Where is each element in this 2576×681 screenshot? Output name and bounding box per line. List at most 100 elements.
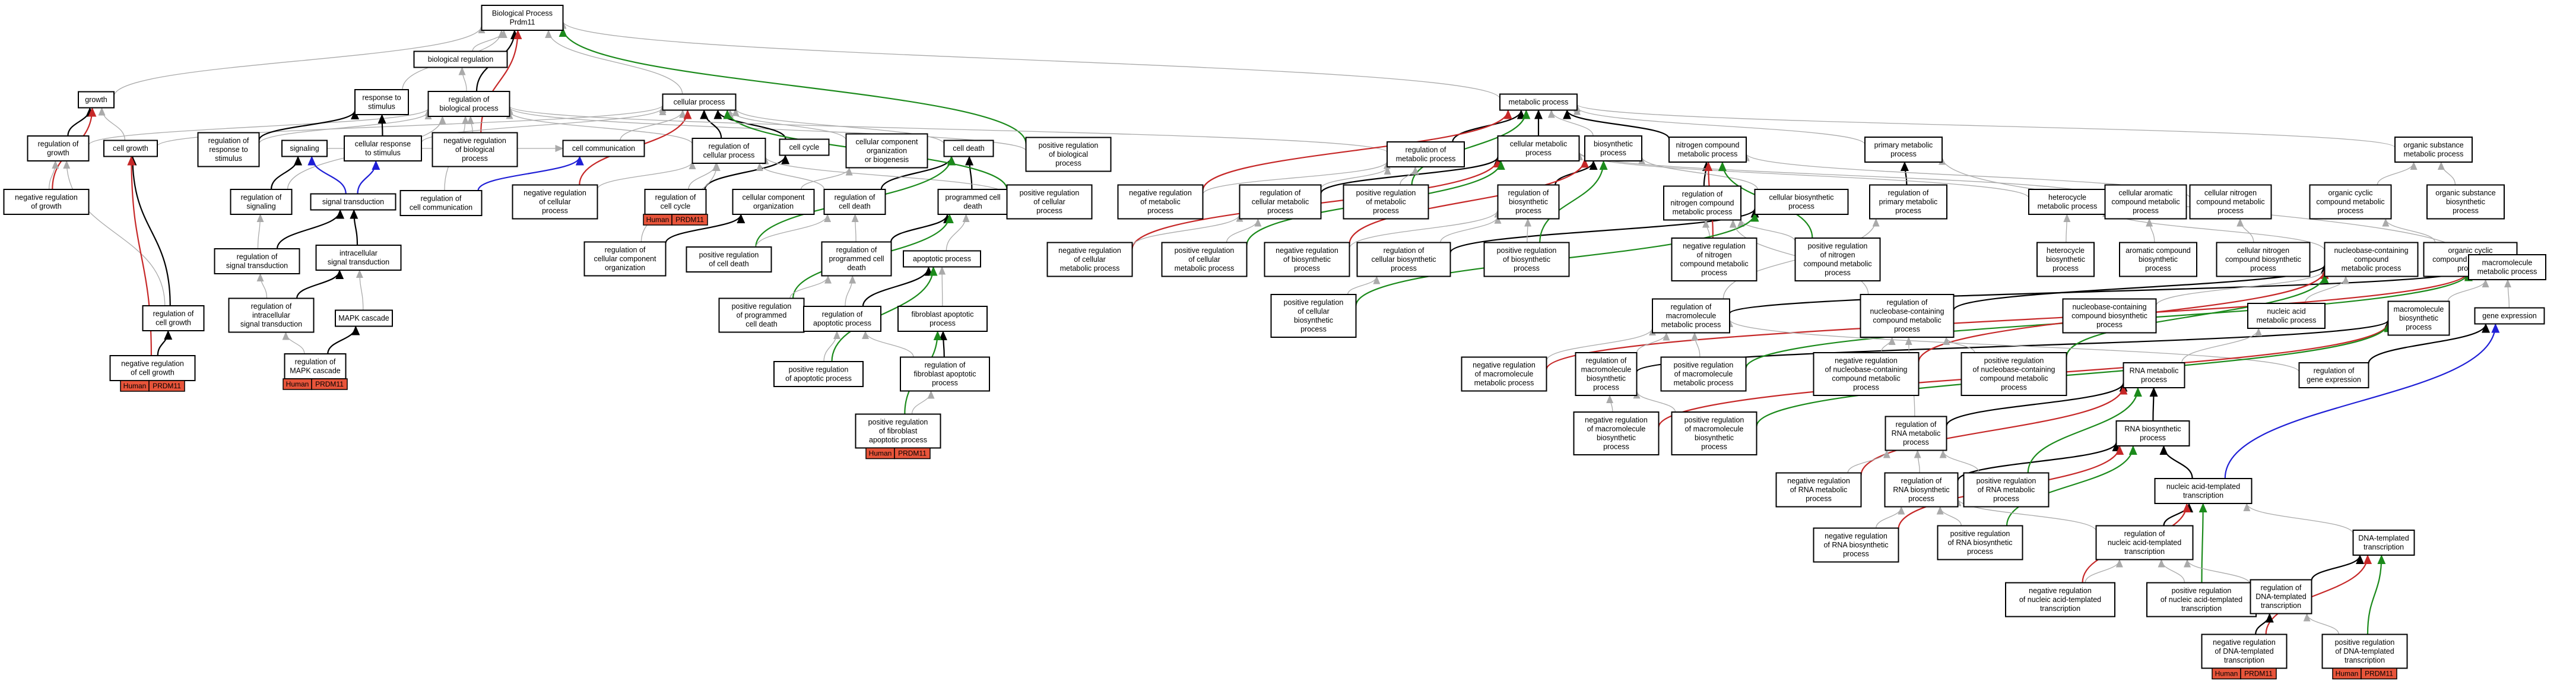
go-term-node[interactable]: MAPK cascade <box>335 309 393 327</box>
go-term-node[interactable]: growth <box>78 91 115 109</box>
go-term-node[interactable]: apoptotic process <box>903 250 981 268</box>
go-term-node[interactable]: signal transduction <box>310 193 396 211</box>
go-term-node[interactable]: regulation ofnucleobase-containingcompou… <box>1860 294 1955 338</box>
go-term-node[interactable]: regulation ofmacromoleculebiosyntheticpr… <box>1575 352 1638 396</box>
go-term-node[interactable]: cell death <box>943 140 994 157</box>
go-term-node[interactable]: cell communication <box>562 140 645 157</box>
go-term-node[interactable]: cellular process <box>662 93 737 111</box>
go-term-node[interactable]: gene expression <box>2474 307 2545 325</box>
go-term-node[interactable]: cell cycle <box>779 138 830 156</box>
go-term-node[interactable]: biological regulation <box>413 50 508 68</box>
